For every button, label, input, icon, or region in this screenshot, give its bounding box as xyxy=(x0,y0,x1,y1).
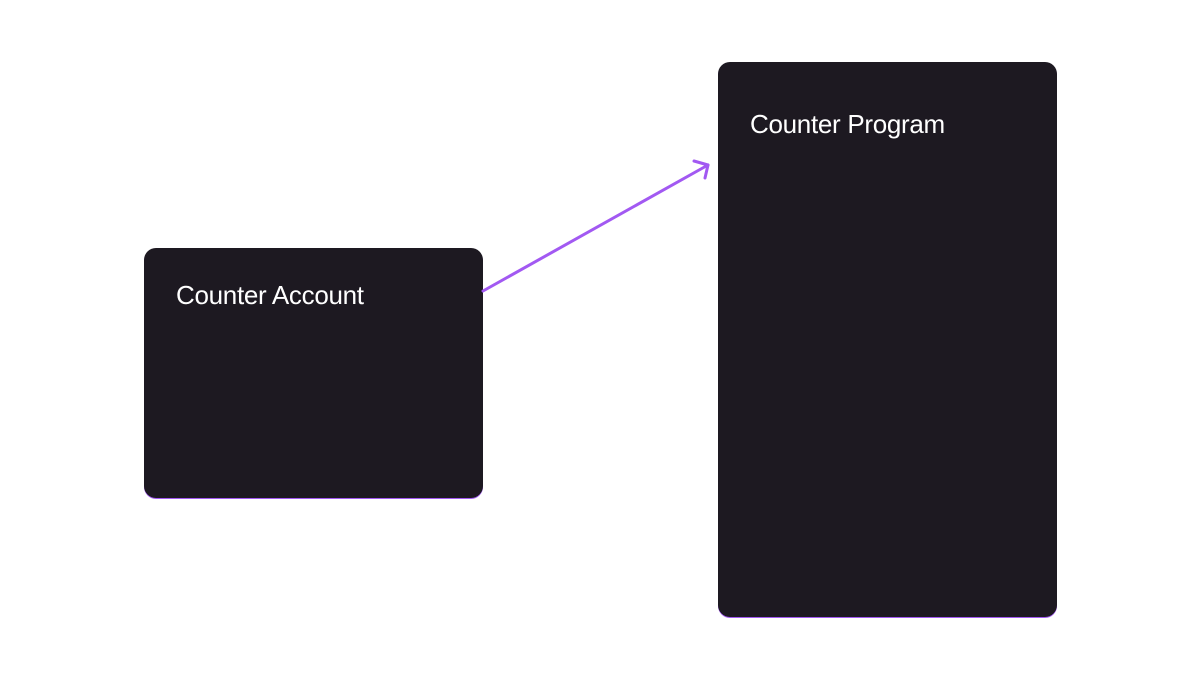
counter-program-label: Counter Program xyxy=(750,109,945,139)
arrow-icon xyxy=(481,159,710,293)
counter-account-label: Counter Account xyxy=(176,280,364,310)
counter-account-node: Counter Account xyxy=(144,248,483,498)
counter-program-node: Counter Program xyxy=(718,62,1057,617)
